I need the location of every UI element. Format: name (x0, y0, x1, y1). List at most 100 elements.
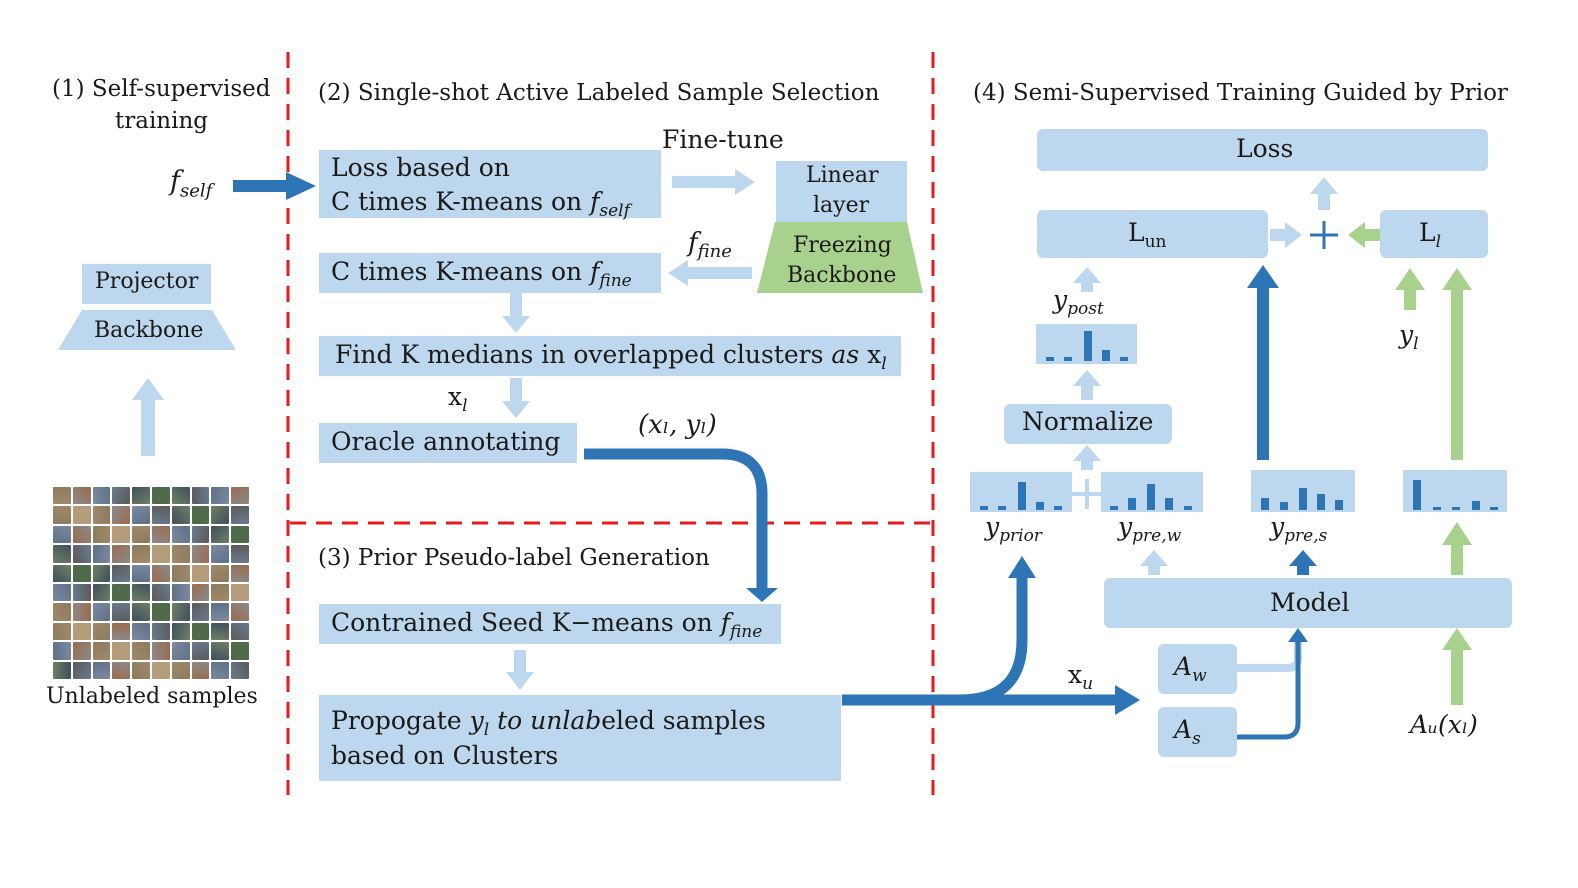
normalize-box: Normalize (1004, 404, 1172, 444)
image-thumbnail (151, 661, 170, 679)
arrow-ypost-up (1073, 267, 1101, 292)
image-thumbnail (132, 583, 150, 602)
image-thumbnail (191, 564, 210, 582)
image-thumbnail (151, 603, 170, 621)
hist-yl (1403, 470, 1507, 512)
arrow-model-yprew (1140, 550, 1168, 575)
arrow-model-hist (1442, 522, 1472, 575)
ypost-label: ypost (1053, 285, 1104, 319)
image-thumbnail (191, 545, 210, 563)
hist-yl-bar (1452, 507, 1460, 510)
image-thumbnail (211, 603, 230, 621)
hist-yprew-bar (1128, 498, 1136, 510)
arrow-ll-plus (1348, 222, 1380, 248)
image-thumbnail (112, 564, 131, 582)
hist-yl-bar (1472, 501, 1480, 510)
hist-yprew (1101, 472, 1203, 512)
hist-ypres-bar (1261, 498, 1269, 510)
image-thumbnail (151, 622, 170, 641)
image-thumbnail (112, 622, 131, 641)
hist-ypost-bar (1102, 350, 1110, 361)
hist-yprew-bar (1147, 484, 1155, 510)
image-thumbnail (53, 487, 71, 505)
image-thumbnail (191, 661, 210, 679)
arrow-ypres-lun (1247, 265, 1279, 460)
oracle-box: Oracle annotating (319, 423, 577, 463)
hist-yl-bar (1490, 507, 1498, 510)
arrow-to-prior (959, 575, 1028, 706)
image-thumbnail (211, 622, 230, 641)
image-thumbnail (112, 487, 131, 505)
image-thumbnail (171, 603, 190, 621)
section-3-title: (3) Prior Pseudo-label Generation (318, 545, 710, 571)
image-thumbnail (92, 642, 111, 660)
image-thumbnail (191, 506, 210, 524)
image-thumbnail (53, 506, 71, 524)
image-thumbnail (171, 583, 190, 602)
image-thumbnail (112, 642, 131, 660)
yprew-label: ypre,w (1118, 512, 1182, 546)
image-thumbnail (112, 583, 131, 602)
image-thumbnail (171, 545, 190, 563)
image-thumbnail (112, 506, 131, 524)
finetune-label: Fine-tune (662, 125, 784, 154)
loss-box-line2: C times K-means on fself (331, 187, 630, 221)
hist-ypres (1251, 470, 1355, 512)
projector-label: Projector (95, 269, 199, 294)
image-thumbnail (211, 525, 230, 544)
hist-yprior-bar (980, 506, 988, 510)
image-thumbnail (53, 642, 71, 660)
plus-glyph (1310, 221, 1338, 249)
image-thumbnail (92, 583, 111, 602)
hist-yprior-bar (1036, 502, 1044, 510)
hist-yprior-bar (998, 506, 1006, 510)
oracle-label: Oracle annotating (331, 427, 561, 456)
arrow-loss-up (1310, 177, 1338, 210)
image-thumbnail (151, 564, 170, 582)
arrow-down-3 (506, 650, 534, 690)
lun-label: Lun (1128, 218, 1167, 252)
arrow-hist-ll (1442, 268, 1472, 460)
aw-label: Aw (1174, 652, 1207, 686)
hist-ypres-bar (1335, 500, 1343, 510)
images-caption: Unlabeled samples (46, 684, 258, 709)
linear-label-1: Linear (806, 163, 879, 188)
ll-label: Ll (1419, 218, 1442, 252)
image-thumbnail (132, 506, 150, 524)
hist-ypres-bar (1280, 502, 1288, 510)
hist-yprior-bar (1018, 482, 1026, 510)
hist-yprew-bar (1110, 506, 1118, 510)
image-thumbnail (92, 487, 111, 505)
image-thumbnail (132, 525, 150, 544)
section-1-title-line1: (1) Self-supervised (52, 76, 271, 102)
image-thumbnail (211, 506, 230, 524)
image-thumbnail (211, 564, 230, 582)
image-thumbnail (211, 487, 230, 505)
image-thumbnail (53, 564, 71, 582)
image-thumbnail (171, 661, 190, 679)
arrow-norm-up (1073, 370, 1101, 400)
hist-ypost-bar (1084, 331, 1092, 361)
image-thumbnail (53, 603, 71, 621)
projector-box: Projector (82, 264, 211, 304)
as-box: As (1158, 707, 1237, 757)
image-thumbnail (92, 545, 111, 563)
hist-ypost (1036, 324, 1137, 364)
image-thumbnail (112, 661, 131, 679)
ypres-label: ypre,s (1270, 512, 1328, 546)
image-thumbnail (231, 622, 249, 641)
section-4-title: (4) Semi-Supervised Training Guided by P… (973, 80, 1508, 106)
fself-label: fself (170, 166, 213, 202)
linear-layer-box: Linear layer (776, 161, 907, 222)
arrow-down-2 (502, 378, 530, 418)
image-thumbnail (132, 661, 150, 679)
ckmeans-label: C times K-means on ffine (331, 257, 632, 291)
section-dividers (286, 52, 935, 795)
as-label: As (1174, 715, 1201, 749)
model-label: Model (1270, 588, 1350, 617)
image-thumbnail (132, 487, 150, 505)
image-thumbnail (171, 622, 190, 641)
image-thumbnail (191, 525, 210, 544)
image-thumbnail (132, 622, 150, 641)
section-1-title-line2: training (115, 108, 209, 134)
